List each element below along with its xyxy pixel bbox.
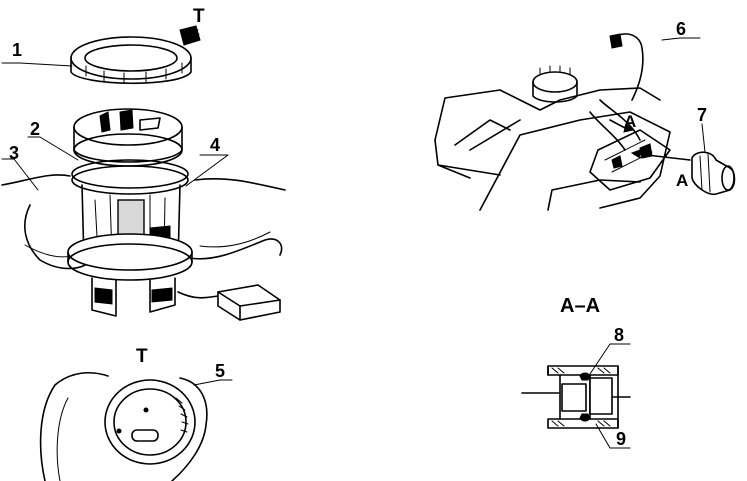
label-section-a-a: A–A [560, 295, 600, 317]
label-a-upper: A [624, 112, 636, 131]
label-7: 7 [697, 105, 707, 125]
leader-lines-left [1, 62, 229, 191]
label-6: 6 [676, 19, 686, 39]
fuel-pump-assembly [1, 25, 286, 321]
label-8: 8 [614, 325, 624, 345]
label-a-lower: A [676, 171, 688, 190]
label-1: 1 [12, 40, 22, 60]
detail-t [39, 371, 233, 481]
label-4: 4 [210, 135, 220, 155]
label-2: 2 [30, 119, 40, 139]
label-t-top: T [193, 6, 205, 27]
filler-neck-assembly [434, 33, 736, 211]
label-3: 3 [9, 143, 19, 163]
section-a-a [521, 343, 631, 449]
label-t-detail: T [136, 346, 148, 367]
label-9: 9 [616, 429, 626, 449]
label-5: 5 [215, 361, 225, 381]
